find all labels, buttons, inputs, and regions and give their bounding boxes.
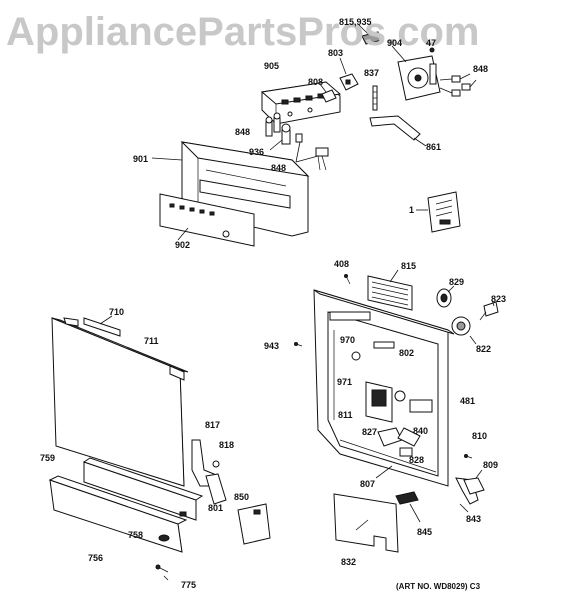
connector-848-left [265, 112, 281, 137]
part-810 [464, 454, 473, 459]
label-861: 861 [426, 142, 442, 152]
label-971: 971 [337, 377, 353, 387]
label-756: 756 [88, 553, 104, 563]
label-817: 817 [205, 420, 221, 430]
screw-408 [344, 274, 351, 285]
inner-door-panel [313, 289, 455, 487]
connector-848-middle [295, 133, 329, 171]
label-901: 901 [133, 154, 149, 164]
label-775: 775 [181, 580, 197, 590]
art-number: (ART NO. WD8029) C3 [396, 582, 481, 591]
part-822 [451, 316, 477, 345]
part-808 [319, 83, 337, 103]
label-832: 832 [341, 557, 357, 567]
label-758: 758 [128, 530, 144, 540]
watermark: AppliancePartsPros.com [6, 10, 480, 54]
manual-1 [416, 191, 461, 233]
label-802: 802 [399, 348, 415, 358]
label-822: 822 [476, 344, 492, 354]
bracket-845 [395, 491, 421, 523]
part-803 [339, 57, 359, 91]
label-936: 936 [249, 147, 265, 157]
label-47: 47 [426, 38, 437, 48]
label-823: 823 [491, 294, 507, 304]
label-815: 815 [401, 261, 417, 271]
screw-775 [155, 564, 169, 581]
label-843: 843 [466, 514, 482, 524]
vent-815 [367, 269, 413, 311]
label-828: 828 [409, 455, 425, 465]
label-481: 481 [460, 396, 476, 406]
screw-943 [294, 342, 303, 347]
label-943: 943 [264, 341, 280, 351]
wire-harness-848-top [439, 73, 477, 97]
label-810: 810 [472, 431, 488, 441]
label-801: 801 [208, 503, 224, 513]
label-710: 710 [109, 307, 125, 317]
label-808: 808 [308, 77, 324, 87]
label-807: 807 [360, 479, 376, 489]
panel-832 [333, 493, 399, 553]
label-905: 905 [264, 61, 280, 71]
label-408: 408 [334, 259, 350, 269]
label-818: 818 [219, 440, 235, 450]
part-809 [463, 469, 485, 495]
spring-837 [372, 85, 378, 111]
leader-807 [375, 465, 393, 479]
label-848-top: 848 [473, 64, 489, 74]
part-815-935 [357, 23, 383, 45]
label-840: 840 [413, 426, 429, 436]
part-823 [479, 299, 499, 321]
part-758 [158, 534, 170, 542]
label-848-middle: 848 [271, 163, 287, 173]
bracket-801 [191, 439, 227, 505]
outer-door-711 [51, 315, 189, 487]
label-829: 829 [449, 277, 465, 287]
label-845: 845 [417, 527, 433, 537]
label-711: 711 [144, 336, 159, 346]
label-803: 803 [328, 48, 344, 58]
kick-panel-756 [48, 457, 204, 553]
part-829 [436, 285, 455, 308]
label-759: 759 [40, 453, 56, 463]
part-850 [237, 503, 271, 545]
latch-861 [369, 115, 427, 147]
label-970: 970 [340, 335, 356, 345]
label-850: 850 [234, 492, 250, 502]
label-1: 1 [409, 205, 415, 215]
label-848-left: 848 [235, 127, 251, 137]
label-902: 902 [175, 240, 191, 250]
label-809: 809 [483, 460, 499, 470]
part-936 [269, 123, 291, 151]
label-827: 827 [362, 427, 378, 437]
screw-47 [429, 47, 435, 53]
nameplate-902 [159, 193, 255, 247]
label-815-935: 815,935 [339, 17, 372, 27]
timer-904 [391, 45, 441, 101]
label-904: 904 [387, 38, 403, 48]
label-837: 837 [364, 68, 380, 78]
label-811: 811 [338, 410, 353, 420]
